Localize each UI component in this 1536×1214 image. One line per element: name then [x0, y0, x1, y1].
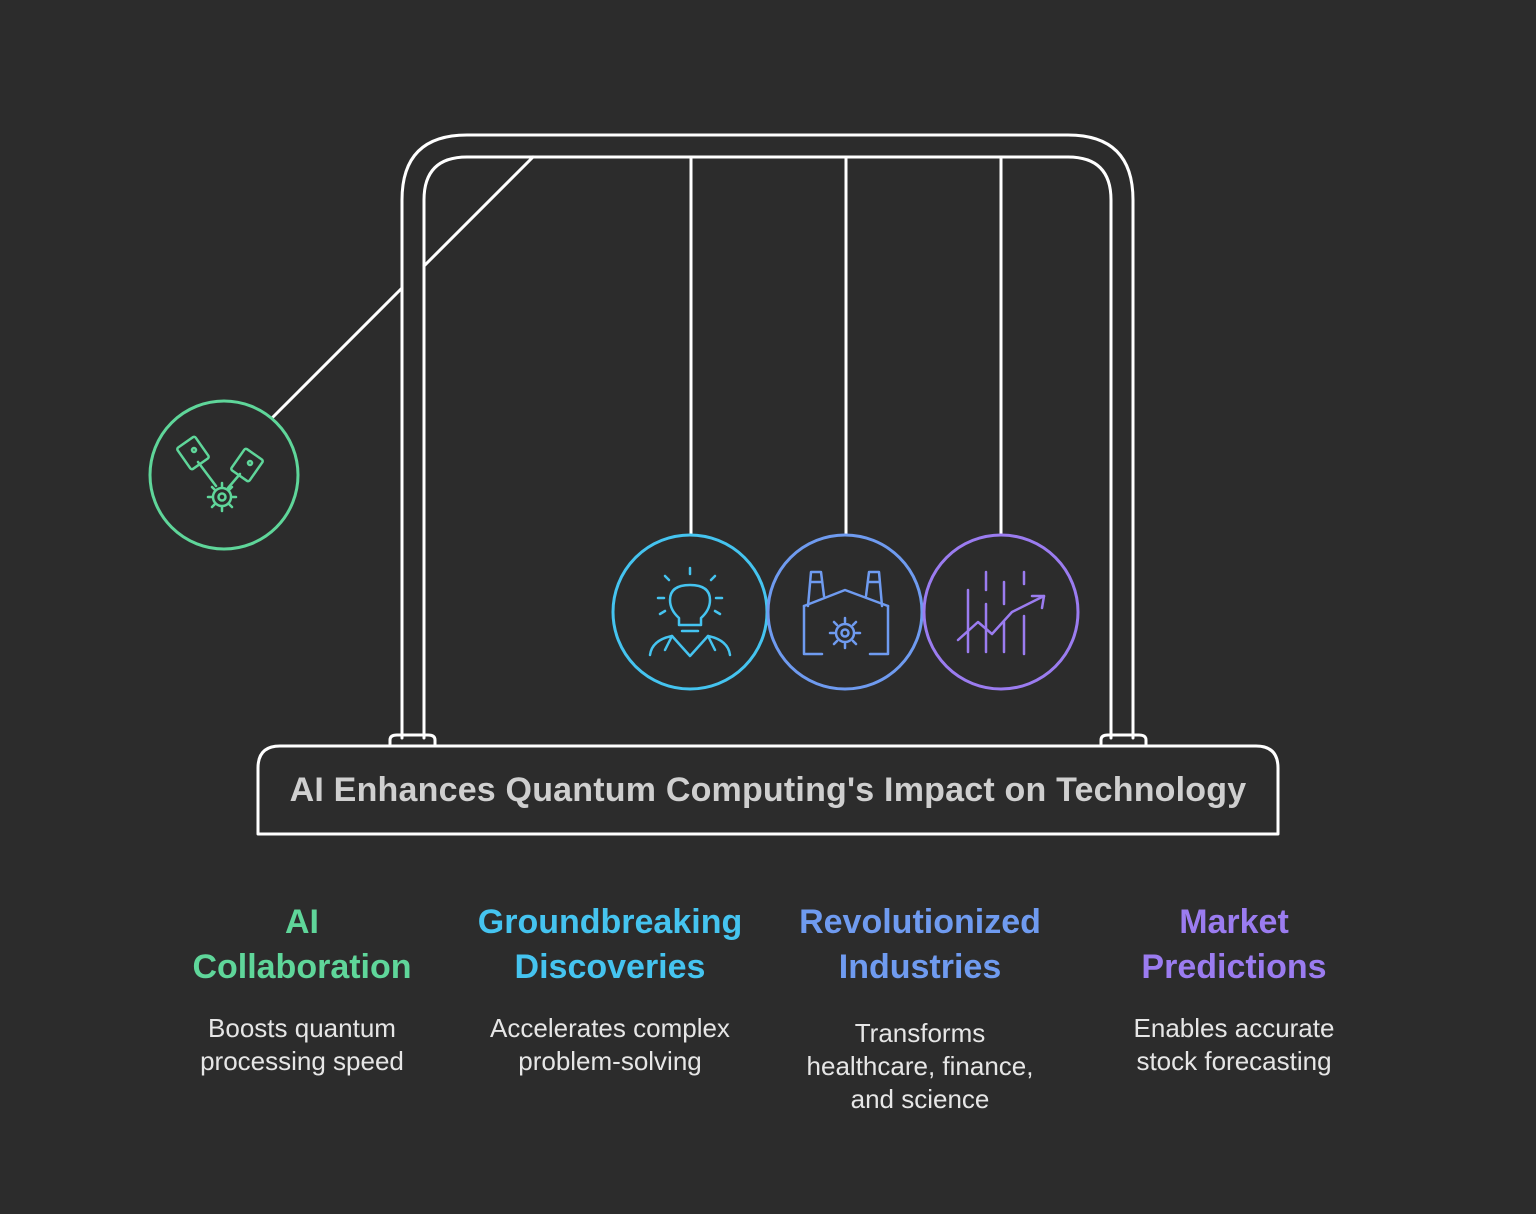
ball-market-predictions: [922, 533, 1080, 691]
desc-line: processing speed: [200, 1046, 404, 1076]
cradle-foot-left: [388, 733, 437, 748]
item-heading: Market Predictions: [1084, 900, 1384, 990]
item-heading: AI Collaboration: [152, 900, 452, 990]
desc-line: Accelerates complex: [490, 1013, 730, 1043]
desc-line: and science: [850, 1084, 990, 1114]
heading-line: Revolutionized: [799, 903, 1041, 941]
item-description: Transforms healthcare, finance, and scie…: [770, 1017, 1070, 1116]
lightbulb-person-icon: [648, 566, 732, 658]
desc-line: stock forecasting: [1136, 1046, 1332, 1076]
item-revolutionized-industries: Revolutionized Industries Transforms hea…: [770, 900, 1070, 1116]
ball-ai-collaboration: [148, 399, 300, 551]
ball-revolutionized-industries: [766, 533, 924, 691]
ball-groundbreaking-discoveries: [611, 533, 769, 691]
heading-line: AI: [285, 903, 319, 941]
stock-chart-icon: [956, 570, 1046, 656]
desc-line: Boosts quantum: [208, 1013, 396, 1043]
heading-line: Groundbreaking: [477, 903, 743, 941]
desc-line: Enables accurate: [1133, 1013, 1335, 1043]
diagram-title: AI Enhances Quantum Computing's Impact o…: [289, 770, 1247, 809]
heading-line: Market: [1179, 903, 1289, 941]
item-ai-collaboration: AI Collaboration Boosts quantum processi…: [152, 900, 452, 1078]
item-description: Enables accurate stock forecasting: [1084, 1012, 1384, 1078]
item-groundbreaking-discoveries: Groundbreaking Discoveries Accelerates c…: [460, 900, 760, 1078]
cradle-frame-outer: [400, 133, 1135, 740]
string-green: [422, 155, 535, 268]
string-green-lower: [270, 286, 404, 420]
heading-line: Discoveries: [514, 948, 706, 986]
factory-gear-icon: [802, 570, 890, 656]
desc-line: problem-solving: [518, 1046, 702, 1076]
pistons-gear-icon: [176, 435, 264, 513]
heading-line: Industries: [838, 948, 1002, 986]
desc-line: Transforms: [854, 1018, 986, 1048]
item-description: Accelerates complex problem-solving: [460, 1012, 760, 1078]
cradle-frame-inner: [422, 155, 1113, 740]
desc-line: healthcare, finance,: [806, 1051, 1034, 1081]
item-description: Boosts quantum processing speed: [152, 1012, 452, 1078]
cradle-base: [256, 744, 1280, 836]
heading-line: Predictions: [1141, 948, 1327, 986]
cradle-foot-right: [1099, 733, 1148, 748]
item-market-predictions: Market Predictions Enables accurate stoc…: [1084, 900, 1384, 1078]
item-heading: Revolutionized Industries: [770, 900, 1070, 990]
item-heading: Groundbreaking Discoveries: [460, 900, 760, 990]
heading-line: Collaboration: [192, 948, 412, 986]
